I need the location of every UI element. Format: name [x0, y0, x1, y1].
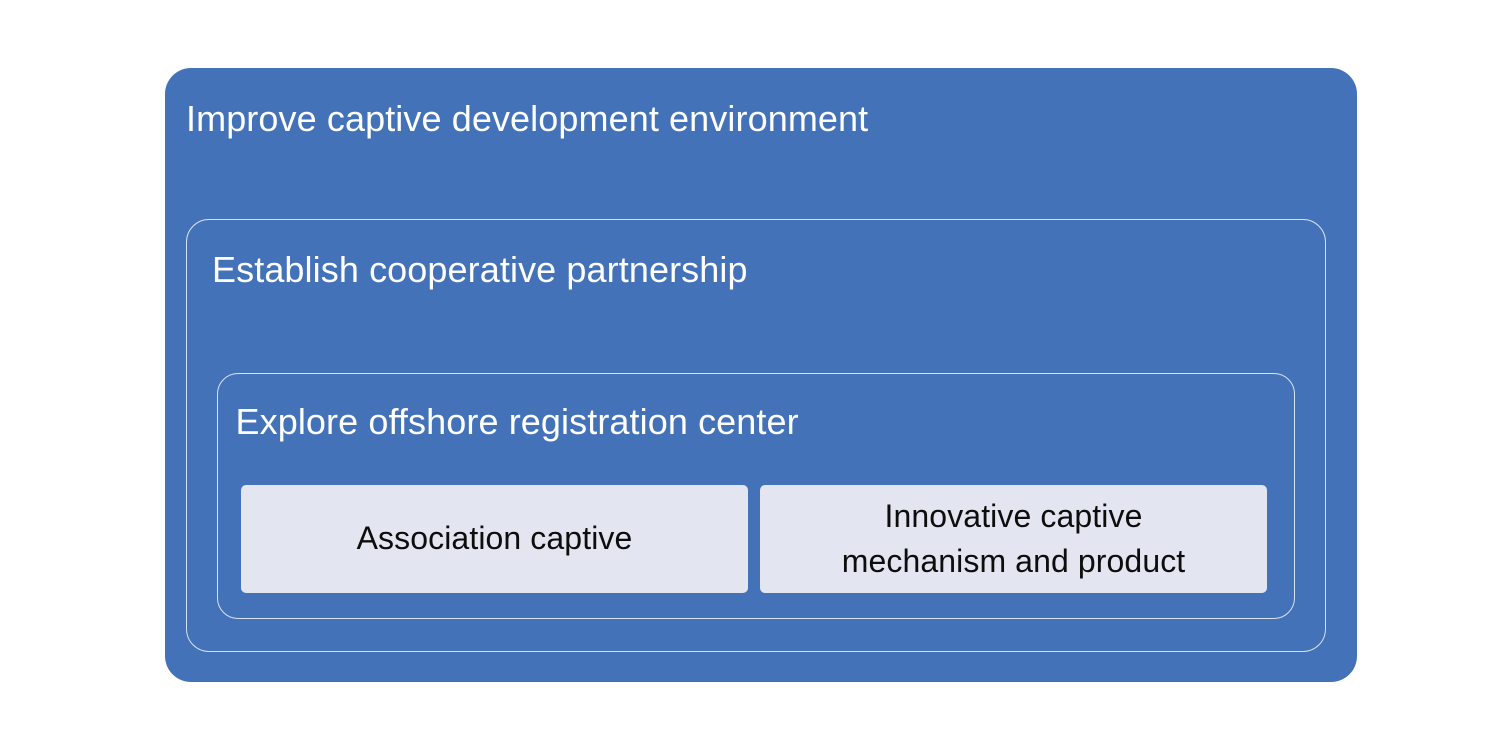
leaf-card-row: Association captive Innovative captive m… — [241, 484, 1267, 593]
container-level-2-establish-cooperative-partnership[interactable]: Establish cooperative partnership Explor… — [186, 219, 1326, 652]
level-2-label: Establish cooperative partnership — [212, 249, 748, 290]
container-level-1-improve-captive-development-environment[interactable]: Improve captive development environment … — [165, 68, 1357, 682]
card-association-captive[interactable]: Association captive — [241, 484, 748, 593]
container-level-3-explore-offshore-registration-center[interactable]: Explore offshore registration center Ass… — [216, 372, 1295, 619]
card-innovative-captive-mechanism-and-product[interactable]: Innovative captive mechanism and product — [760, 484, 1267, 593]
card-innovative-captive-mechanism-and-product-label: Innovative captive mechanism and product — [841, 497, 1186, 579]
card-association-captive-label: Association captive — [356, 520, 633, 556]
level-1-label: Improve captive development environment — [186, 98, 869, 139]
level-3-label: Explore offshore registration center — [235, 400, 799, 442]
